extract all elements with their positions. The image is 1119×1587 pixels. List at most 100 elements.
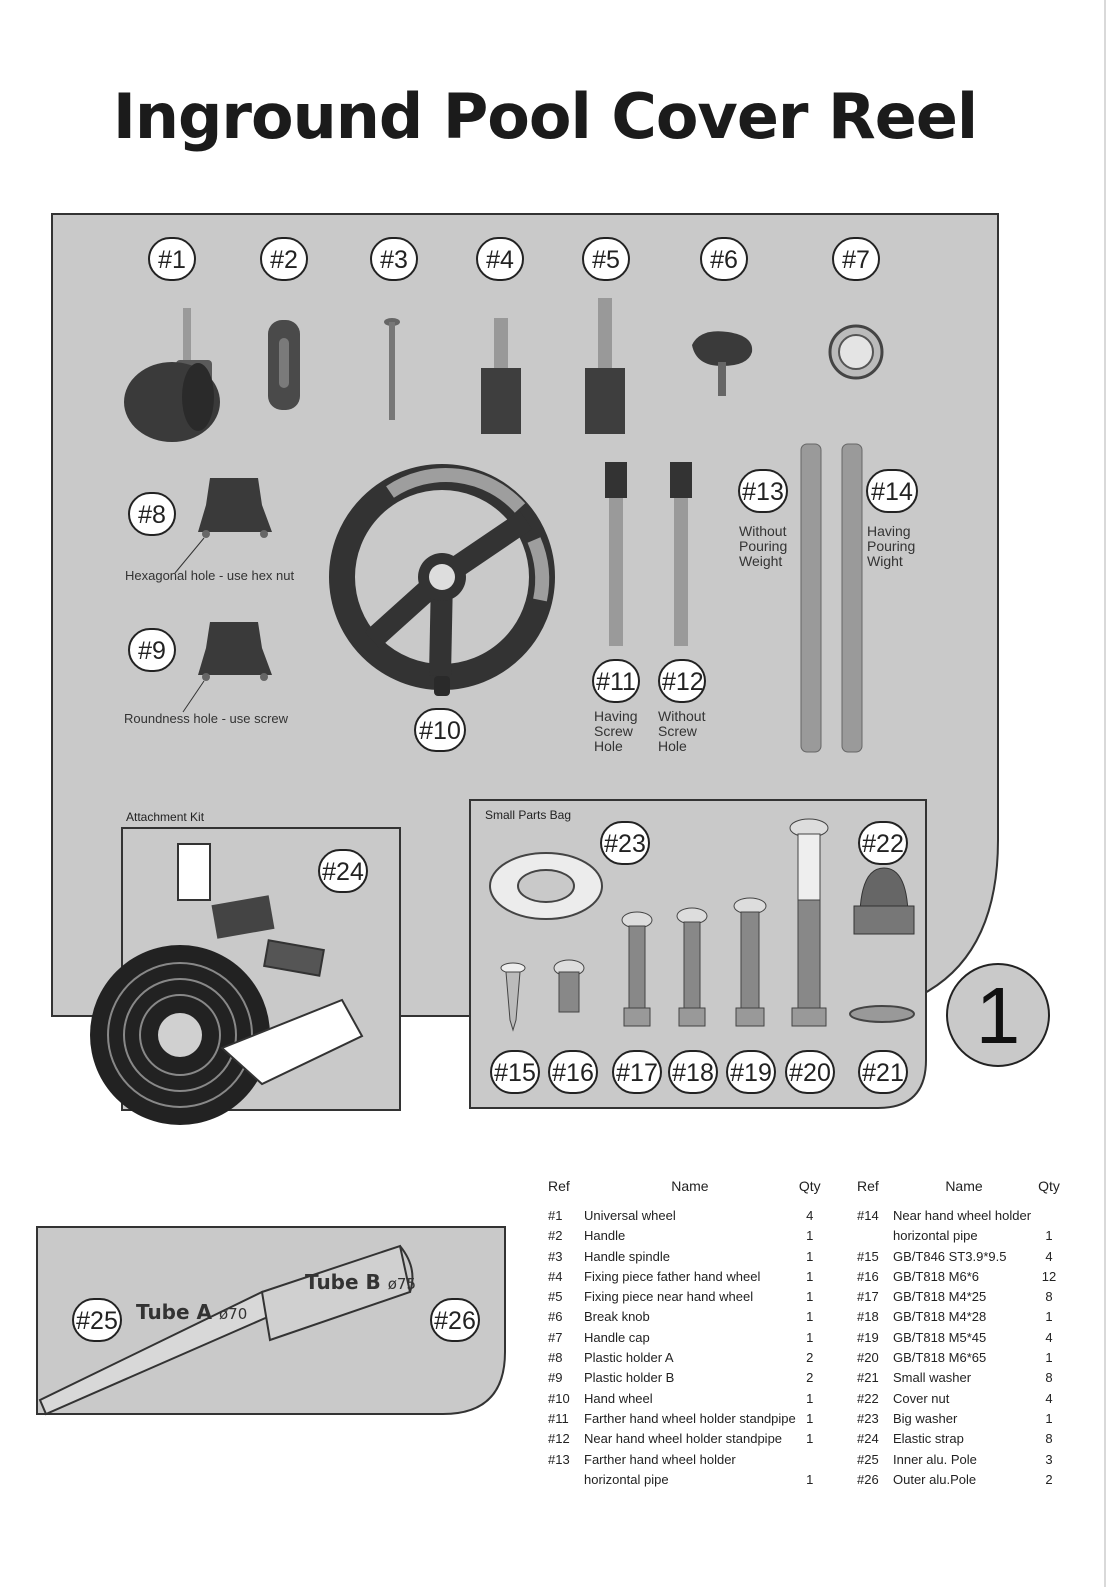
ref-label-16: #16 xyxy=(548,1050,598,1094)
header-qty: Qty xyxy=(1038,1178,1060,1194)
ref-label-21: #21 xyxy=(858,1050,908,1094)
cell-name: Near hand wheel holder xyxy=(893,1208,1032,1223)
tube-a-diameter: ø70 xyxy=(218,1305,248,1323)
cell-ref: #8 xyxy=(548,1350,563,1366)
cell-ref: #16 xyxy=(857,1268,879,1284)
cell-ref: #21 xyxy=(857,1370,879,1386)
cell-qty: 1 xyxy=(1045,1228,1053,1244)
break-knob-drawing xyxy=(692,331,753,396)
cell-ref: #9 xyxy=(548,1370,563,1386)
cell-ref: #25 xyxy=(857,1451,879,1467)
cell-qty: 4 xyxy=(1045,1248,1053,1264)
table-row: horizontal pipe 1 xyxy=(546,1472,824,1492)
cell-qty: 1 xyxy=(1045,1410,1053,1426)
plastic-holder-a-drawing xyxy=(174,478,272,574)
cell-qty: 4 xyxy=(1045,1390,1053,1406)
ref-label-4: #4 xyxy=(476,237,524,281)
cell-name: Handle spindle xyxy=(584,1248,671,1264)
cell-name: Fixing piece near hand wheel xyxy=(584,1289,754,1305)
tube-a-name: Tube A xyxy=(136,1300,213,1324)
ref-label-20: #20 xyxy=(785,1050,835,1094)
cell-ref: #10 xyxy=(548,1390,570,1406)
attachment-kit-title: Attachment Kit xyxy=(126,810,205,824)
cell-name: Hand wheel xyxy=(584,1390,653,1406)
ref-label-17: #17 xyxy=(612,1050,662,1094)
ref-label-26: #26 xyxy=(430,1298,480,1342)
table-row: #5 Fixing piece near hand wheel 1 xyxy=(546,1289,824,1309)
table-row: #8 Plastic holder A 2 xyxy=(546,1350,824,1370)
cell-qty: 1 xyxy=(806,1471,814,1487)
header-ref: Ref xyxy=(857,1178,879,1194)
cell-qty: 2 xyxy=(806,1350,814,1366)
cell-ref: #1 xyxy=(548,1208,563,1223)
tube-b-name: Tube B xyxy=(305,1270,381,1294)
cell-ref: #18 xyxy=(857,1309,879,1325)
small-washer-drawing xyxy=(849,1005,915,1023)
ref-label-1: #1 xyxy=(148,237,196,281)
ref-label-6: #6 xyxy=(700,237,748,281)
cell-name: horizontal pipe xyxy=(584,1471,669,1487)
cell-ref: #17 xyxy=(857,1289,879,1305)
cell-qty: 1 xyxy=(806,1329,814,1345)
cell-qty: 1 xyxy=(1045,1350,1053,1366)
ref-label-18: #18 xyxy=(668,1050,718,1094)
cell-qty: 8 xyxy=(1045,1431,1053,1447)
screw-18-drawing xyxy=(676,907,708,1027)
header-qty: Qty xyxy=(798,1178,821,1194)
ref-label-19: #19 xyxy=(726,1050,776,1094)
ref-label-2: #2 xyxy=(260,237,308,281)
cell-name: Plastic holder A xyxy=(584,1350,674,1366)
screw-15-drawing xyxy=(500,962,526,1032)
cell-name: Near hand wheel holder standpipe xyxy=(584,1431,783,1447)
cell-name: GB/T818 M4*28 xyxy=(893,1309,987,1325)
handle-cap-drawing xyxy=(828,324,884,380)
cell-ref: #24 xyxy=(857,1431,879,1447)
header-name: Name xyxy=(671,1178,709,1194)
tube-b-label: Tube B ø75 xyxy=(305,1270,416,1294)
cell-qty: 1 xyxy=(806,1289,814,1305)
handle-spindle-drawing xyxy=(384,318,400,420)
ref-label-8: #8 xyxy=(128,492,176,536)
cell-qty: 1 xyxy=(806,1410,814,1426)
handle-drawing xyxy=(268,320,300,410)
standpipe-far-drawing xyxy=(605,462,627,646)
cell-name: GB/T818 M4*25 xyxy=(893,1289,987,1305)
screw-16-drawing xyxy=(553,959,585,1013)
big-washer-drawing xyxy=(489,852,603,920)
screw-17-drawing xyxy=(621,911,653,1027)
cell-qty xyxy=(796,1452,824,1472)
cell-qty: 1 xyxy=(806,1268,814,1284)
ref-label-3: #3 xyxy=(370,237,418,281)
cell-name: Universal wheel xyxy=(584,1208,676,1223)
page-number-badge: 1 xyxy=(946,963,1050,1067)
ref-label-7: #7 xyxy=(832,237,880,281)
cell-ref: #19 xyxy=(857,1329,879,1345)
hand-wheel-drawing xyxy=(329,464,555,696)
cell-ref: #5 xyxy=(548,1289,563,1305)
cell-ref: #23 xyxy=(857,1410,879,1426)
cell-qty: 2 xyxy=(806,1370,814,1386)
cell-ref: #15 xyxy=(857,1248,879,1264)
screw-20-drawing xyxy=(789,818,829,1027)
cell-qty: 1 xyxy=(806,1309,814,1325)
